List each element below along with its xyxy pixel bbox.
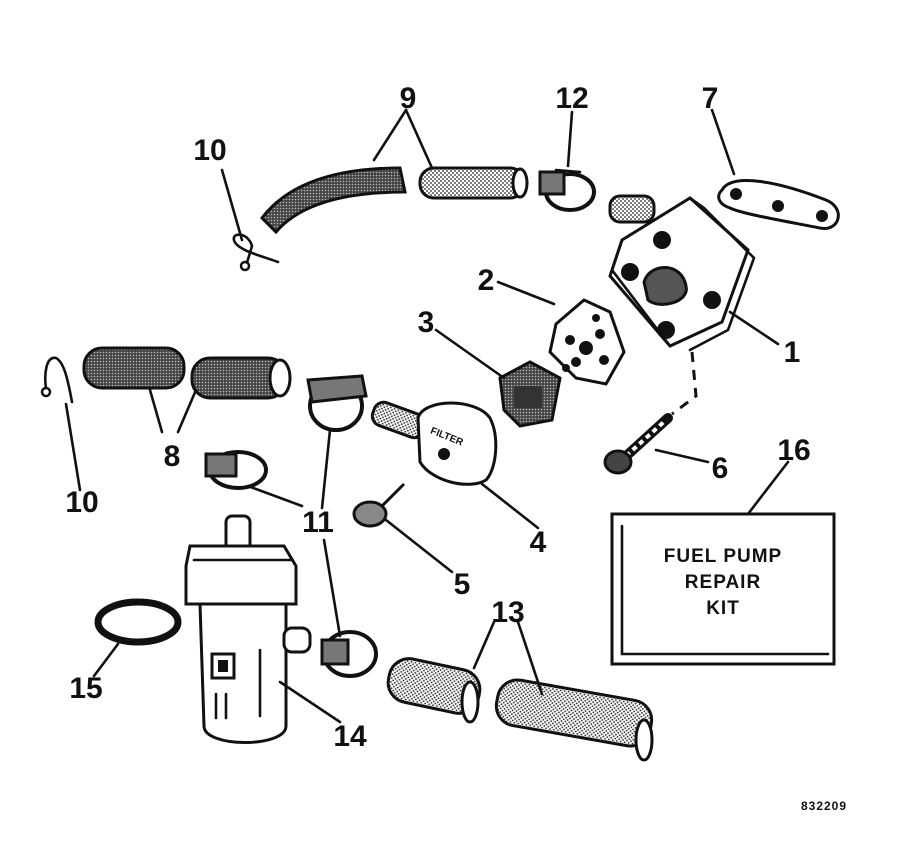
part-16-repair-kit: FUEL PUMP REPAIR KIT <box>610 512 836 666</box>
part-11-hose-clamp-c <box>320 630 378 678</box>
kit-label-line3: KIT <box>706 598 740 619</box>
callout-12: 12 <box>555 82 588 115</box>
callout-4: 4 <box>530 526 547 559</box>
callout-11: 11 <box>302 506 334 539</box>
callout-6: 6 <box>712 452 729 485</box>
part-2-diaphragm <box>548 298 626 386</box>
part-12-hose-clamp <box>538 168 596 212</box>
leader-lines <box>64 108 790 724</box>
part-1-fuel-pump-body <box>608 194 756 352</box>
part-6-bolt <box>603 413 673 475</box>
part-15-o-ring <box>94 598 182 646</box>
part-13-filter-hoses <box>386 657 654 762</box>
part-10-clip-lower <box>40 356 74 404</box>
alignment-dashed-line <box>671 351 698 416</box>
callout-10-upper: 10 <box>193 134 226 167</box>
callout-5: 5 <box>454 568 471 601</box>
part-7-gasket <box>717 179 840 230</box>
part-3-valve-plate <box>498 360 562 428</box>
figure-number: 832209 <box>801 799 847 813</box>
kit-label-line1: FUEL PUMP <box>664 546 782 567</box>
callout-10-lower: 10 <box>65 486 98 519</box>
callout-2: 2 <box>478 264 495 297</box>
callout-8: 8 <box>164 440 181 473</box>
callout-7: 7 <box>702 82 719 115</box>
callout-9: 9 <box>400 82 417 115</box>
callout-labels: 9 12 7 10 2 3 1 8 6 16 10 11 4 5 13 15 1… <box>65 82 810 753</box>
part-9-fuel-hoses <box>260 166 529 235</box>
part-14-fuel-filter <box>184 514 312 744</box>
callout-16: 16 <box>777 434 810 467</box>
callout-13: 13 <box>491 596 524 629</box>
callout-15: 15 <box>69 672 102 705</box>
callout-14: 14 <box>333 720 367 753</box>
part-8-fuel-hoses <box>82 346 292 400</box>
part-4-pump-cover: FILTER <box>370 400 498 486</box>
part-11-hose-clamp-a <box>306 374 368 432</box>
kit-label-line2: REPAIR <box>685 572 761 593</box>
callout-1: 1 <box>784 336 801 369</box>
part-11-hose-clamp-b <box>204 450 268 490</box>
part-5-screw <box>352 482 406 528</box>
callout-3: 3 <box>418 306 435 339</box>
part-10-clip-upper <box>232 233 280 272</box>
